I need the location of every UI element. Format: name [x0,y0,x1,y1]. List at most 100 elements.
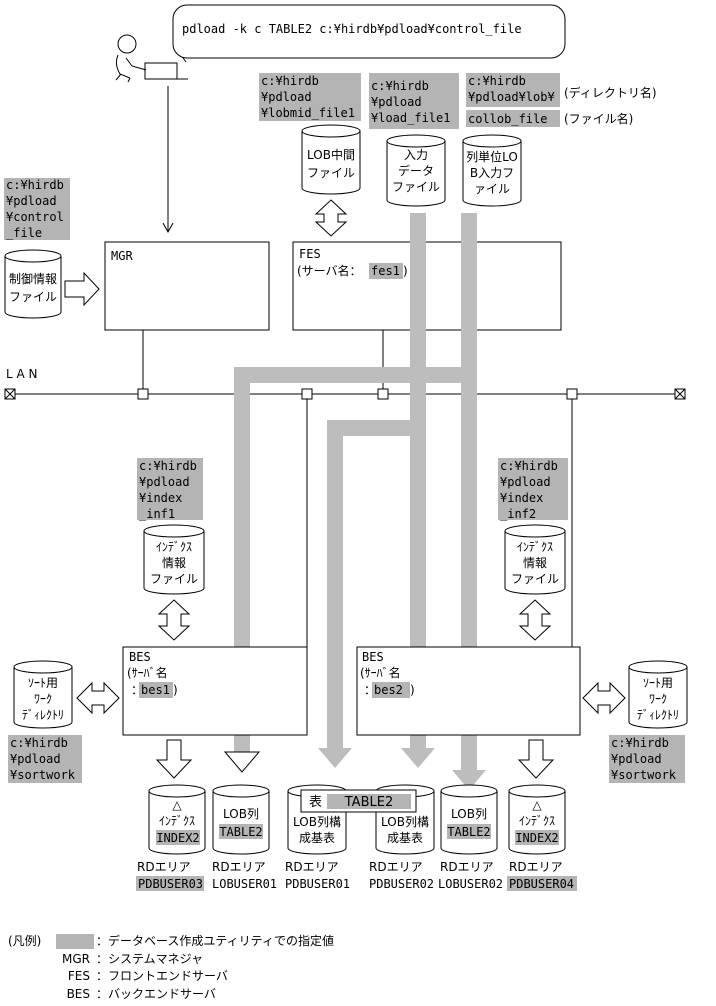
svg-text:制御情報: 制御情報 [9,271,57,286]
svg-text:TABLE2: TABLE2 [447,825,490,839]
svg-text:¥pdload: ¥pdload [139,475,190,489]
svg-text:B入力フ: B入力フ [470,166,514,180]
svg-text:ｿｰﾄ用: ｿｰﾄ用 [643,676,673,690]
bes2-sort-cylinder: ｿｰﾄ用 ﾜｰｸ ﾃﾞｨﾚｸﾄﾘ [628,660,688,729]
svg-text:PDBUSER02: PDBUSER02 [369,877,434,891]
fes-label: FES [299,247,321,261]
svg-text:c:¥hirdb: c:¥hirdb [6,178,64,192]
legend-swatch [56,934,94,949]
svg-text:：データベース作成ユティリティでの指定値: ：データベース作成ユティリティでの指定値 [96,933,334,948]
control-file-cylinder: 制御情報 ファイル [4,249,62,319]
svg-text:ファイル: ファイル [392,180,440,194]
command-balloon [172,4,566,59]
bes2-down-arrow [517,739,555,779]
svg-text:ﾜｰｸ: ﾜｰｸ [34,692,52,706]
bes2-sort-path: c:¥hirdb ¥pdload ¥sortwork [609,735,685,783]
svg-text:入力: 入力 [404,148,428,162]
svg-text:ﾜｰｸ: ﾜｰｸ [649,692,667,706]
svg-text:_inf1: _inf1 [139,507,175,521]
svg-text:MGR: MGR [62,952,90,966]
svg-text:△: △ [172,798,182,812]
bes2-sort-arrow [582,681,626,715]
legend: (凡例) ：データベース作成ユティリティでの指定値 MGR ：システムマネジャ … [8,933,334,1001]
svg-text:¥control: ¥control [6,210,64,224]
bes2-index-arrow [518,599,552,641]
svg-text:データ: データ [398,163,434,178]
svg-text:：フロントエンドサーバ: ：フロントエンドサーバ [96,969,228,983]
svg-text:c:¥hirdb: c:¥hirdb [10,736,68,750]
lan-node-bes1 [301,388,313,400]
rdarea-pdbuser04: △ ｲﾝﾃﾞｸｽ INDEX2 [508,784,566,855]
svg-text:FES: FES [68,969,90,983]
lob-input-path: c:¥hirdb ¥pdload¥lob¥ (ディレクトリ名) collob_f… [466,73,657,127]
svg-text:LOBUSER02: LOBUSER02 [438,877,503,891]
bes1-sort-arrow [76,681,120,715]
svg-text:PDBUSER04: PDBUSER04 [509,877,574,891]
svg-text:ァイル: ァイル [474,182,510,196]
svg-text:¥pdload: ¥pdload [6,194,57,208]
svg-text:¥pdload: ¥pdload [371,95,422,109]
input-file-path: c:¥hirdb ¥pdload ¥load_file1 [369,73,459,129]
svg-text:ｿｰﾄ用: ｿｰﾄ用 [28,676,58,690]
lob-input-cylinder: 列単位LO B入力フ ァイル [462,134,522,207]
bes1-server-name: bes1 [141,683,170,697]
svg-text:INDEX2: INDEX2 [156,831,199,845]
svg-text:PDBUSER01: PDBUSER01 [285,877,350,891]
svg-text:¥pdload¥lob¥: ¥pdload¥lob¥ [468,90,555,104]
svg-text:RDエリア: RDエリア [212,860,266,874]
svg-text:ｲﾝﾃﾞｸｽ: ｲﾝﾃﾞｸｽ [517,540,553,554]
svg-text:列単位LO: 列単位LO [466,149,518,164]
svg-text:ファイル: ファイル [150,572,198,586]
svg-text:LOB列構: LOB列構 [381,815,429,829]
svg-text:LOB列: LOB列 [451,807,487,821]
svg-text:¥load_file1: ¥load_file1 [371,111,450,125]
lan-node-mgr [137,388,149,400]
svg-text:(サーバ名：: (サーバ名： [297,263,362,278]
bes1-sort-cylinder: ｿｰﾄ用 ﾜｰｸ ﾃﾞｨﾚｸﾄﾘ [13,660,73,729]
svg-text:(ディレクトリ名): (ディレクトリ名) [564,85,657,100]
svg-text:LOBUSER01: LOBUSER01 [212,877,277,891]
svg-text:): ) [173,683,178,697]
svg-text:¥index: ¥index [500,491,543,505]
svg-text:表: 表 [309,795,322,810]
svg-text:_inf2: _inf2 [500,507,536,521]
lobmid-fes-arrow [314,199,348,237]
svg-text:(ｻｰﾊﾞ名: (ｻｰﾊﾞ名 [127,665,168,680]
svg-text:RDエリア: RDエリア [137,860,191,874]
bes2-label: BES [362,650,384,664]
rdarea-captions: RDエリア PDBUSER03 RDエリア LOBUSER01 RDエリア PD… [136,860,577,891]
svg-text:c:¥hirdb: c:¥hirdb [500,459,558,473]
lan-node-bes2 [566,388,578,400]
svg-text:成基表: 成基表 [299,831,335,845]
user-icon [115,34,188,83]
rdarea-lobuser01: LOB列 TABLE2 [212,784,270,855]
svg-text:(ｻｰﾊﾞ名: (ｻｰﾊﾞ名 [360,665,401,680]
svg-text:BES: BES [67,987,90,1001]
svg-text:¥index: ¥index [139,491,182,505]
svg-text:c:¥hirdb: c:¥hirdb [468,74,526,88]
svg-text:¥pdload: ¥pdload [10,752,61,766]
lan-terminator-right [674,388,686,400]
mgr-box [104,241,270,331]
svg-text:_file: _file [6,226,42,240]
lobmid-file-path: c:¥hirdb ¥pdload ¥lobmid_file1 [259,73,361,121]
svg-text:ファイル: ファイル [511,572,559,586]
svg-text:：システムマネジャ: ：システムマネジャ [96,952,203,966]
lobmid-file-cylinder: LOB中間 ファイル [301,124,361,195]
svg-text:RDエリア: RDエリア [440,860,494,874]
input-file-cylinder: 入力 データ ファイル [386,134,446,207]
bes2-index-path: c:¥hirdb ¥pdload ¥index _inf2 [498,458,568,521]
svg-text:ｲﾝﾃﾞｸｽ: ｲﾝﾃﾞｸｽ [156,540,192,554]
svg-text:): ) [403,264,408,278]
bes1-label: BES [129,650,151,664]
svg-text:collob_file: collob_file [468,112,547,126]
svg-text:): ) [410,683,415,697]
svg-text:ﾃﾞｨﾚｸﾄﾘ: ﾃﾞｨﾚｸﾄﾘ [637,708,679,722]
svg-text:情報: 情報 [523,556,547,570]
svg-text:RDエリア: RDエリア [285,860,339,874]
svg-text:RDエリア: RDエリア [369,860,423,874]
legend-title: (凡例) [8,934,41,948]
bes2-index-cylinder: ｲﾝﾃﾞｸｽ 情報 ファイル [504,524,566,595]
svg-text:ｲﾝﾃﾞｸｽ: ｲﾝﾃﾞｸｽ [159,814,195,828]
